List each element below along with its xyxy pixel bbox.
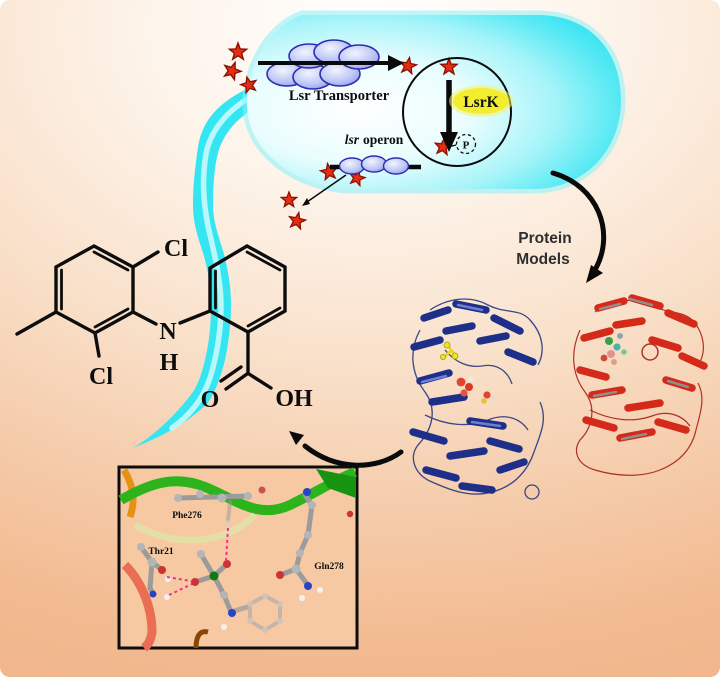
protein-model-red xyxy=(573,294,708,476)
cl-top-label: Cl xyxy=(164,236,188,262)
carbonyl-oxygen-label: O xyxy=(201,387,220,413)
residue-phe276 xyxy=(175,493,251,522)
ribbon-green xyxy=(118,467,357,516)
transporter-label: Lsr Transporter xyxy=(289,88,390,104)
ribbon-green-sheet xyxy=(316,469,356,498)
protein-models-caption: Protein Models xyxy=(516,230,571,268)
binding-site-inset: Phe276 Thr21 Gln278 xyxy=(117,465,359,652)
nh-hydrogen-label: H xyxy=(160,350,179,376)
chemical-structure xyxy=(15,244,287,391)
chemical-structure-labels: Cl Cl N H O OH xyxy=(89,236,313,413)
phe276-label: Phe276 xyxy=(172,511,202,521)
lsr-transporter xyxy=(266,39,380,90)
gln278-label: Gln278 xyxy=(314,562,344,572)
protein-model-blue xyxy=(409,298,544,500)
phosphate-label: P xyxy=(463,140,470,152)
ai2-star-icon xyxy=(280,191,298,208)
phosphate-circle xyxy=(455,133,477,155)
ligand-phenyl xyxy=(247,593,283,633)
ai2-star-icon xyxy=(220,58,244,82)
hydrogen-bonds xyxy=(166,527,229,596)
cell-tail-core xyxy=(169,91,259,431)
nitrogen-label: N xyxy=(159,319,177,345)
arrow-to-molecule xyxy=(289,431,404,468)
arrow-to-models xyxy=(550,170,607,283)
ligand-spheres-red xyxy=(600,333,627,365)
ai2-star-icon xyxy=(228,42,248,61)
cl-bottom-label: Cl xyxy=(89,364,113,390)
hydroxyl-label: OH xyxy=(275,386,313,412)
cell-tail xyxy=(133,86,272,448)
lsrk-label: LsrK xyxy=(463,94,498,111)
ribbon-brown xyxy=(193,629,209,649)
ribbon-salmon xyxy=(121,561,157,652)
ligand-spheres-blue xyxy=(439,341,496,404)
ai2-star-icon xyxy=(286,210,308,231)
svg-text:Protein: Protein xyxy=(518,230,571,247)
phosphorylation-circle: LsrK P xyxy=(402,57,513,167)
export-arrow xyxy=(302,174,347,206)
svg-text:Models: Models xyxy=(516,251,569,268)
phospho-arrowhead xyxy=(440,132,458,152)
lsrk-badge xyxy=(453,88,509,114)
ribbon-faded xyxy=(133,512,258,544)
transporter-arrow xyxy=(258,55,404,71)
thr21-label: Thr21 xyxy=(148,547,174,557)
